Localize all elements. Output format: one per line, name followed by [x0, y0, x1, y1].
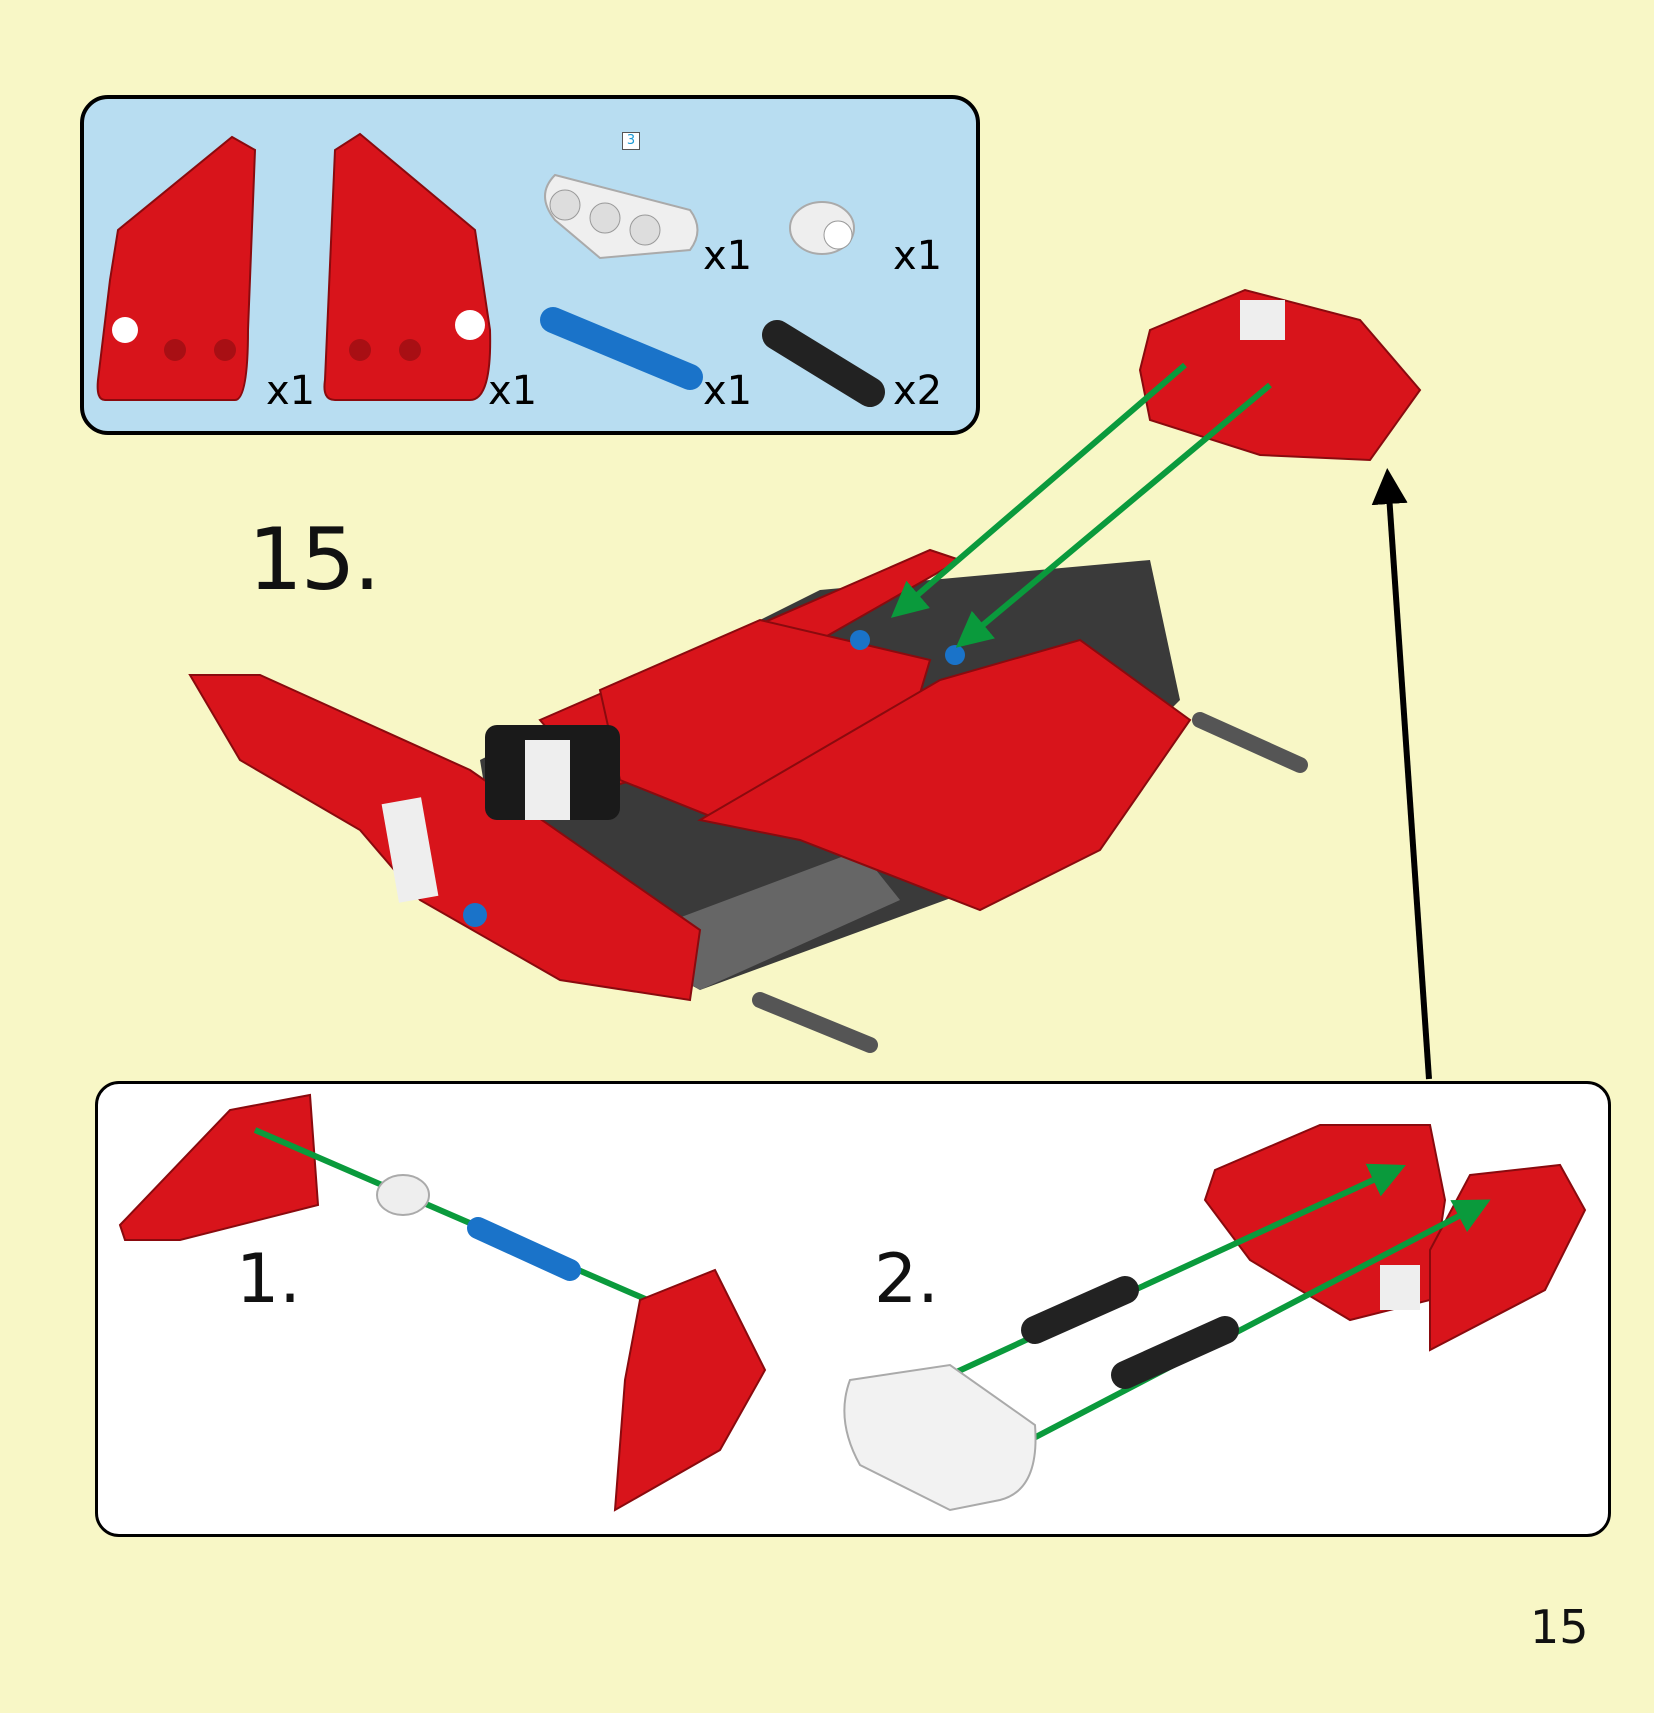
substep-2-label: 2. [874, 1240, 939, 1319]
substep-2-illustration [843, 1124, 1587, 1512]
assembly-arrow [1371, 468, 1432, 1080]
substep-1-label: 1. [236, 1240, 301, 1319]
main-model [188, 548, 1308, 1053]
beam-length-label: 3 [622, 132, 640, 150]
qty-red-panel-left: x1 [266, 368, 316, 414]
red-panel-right-part [323, 132, 492, 401]
qty-blue-pin: x1 [703, 368, 753, 414]
white-bush-part [789, 201, 855, 255]
substep-1-illustration [118, 1093, 767, 1512]
qty-white-beam: x1 [703, 233, 753, 279]
white-beam-part [544, 173, 699, 260]
blue-axle-pin-part [540, 307, 703, 390]
black-pin-part [762, 320, 885, 407]
upper-subassembly [1138, 288, 1422, 462]
qty-red-panel-right: x1 [488, 368, 538, 414]
red-panel-left-part [96, 135, 257, 401]
qty-white-bush: x1 [893, 233, 943, 279]
page-number: 15 [1530, 1600, 1589, 1654]
step-number: 15. [248, 510, 381, 610]
qty-black-pin: x2 [893, 368, 943, 414]
